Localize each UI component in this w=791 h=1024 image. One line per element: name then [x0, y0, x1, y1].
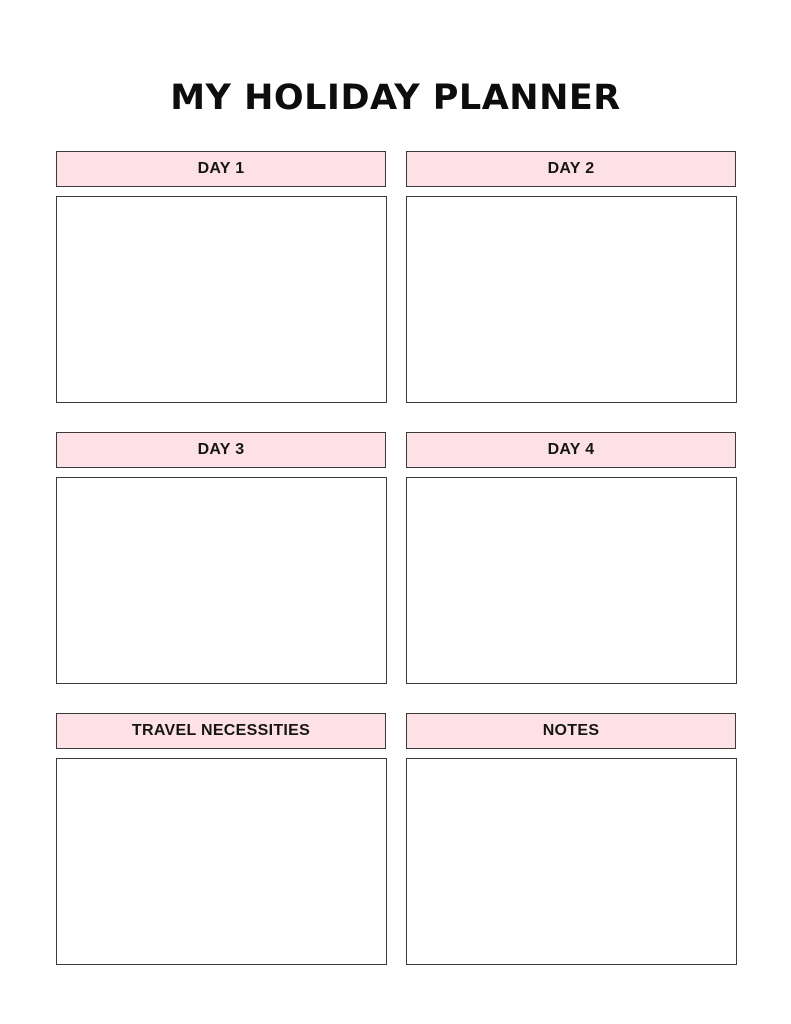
day-4-header: DAY 4 [406, 432, 736, 468]
day-3-writing-area[interactable] [56, 477, 387, 684]
day-2-header: DAY 2 [406, 151, 736, 187]
travel-necessities-header: TRAVEL NECESSITIES [56, 713, 386, 749]
notes-header: NOTES [406, 713, 736, 749]
day-3-header: DAY 3 [56, 432, 386, 468]
travel-necessities-writing-area[interactable] [56, 758, 387, 965]
page-title: MY HOLIDAY PLANNER [170, 78, 621, 118]
notes-writing-area[interactable] [406, 758, 737, 965]
day-1-writing-area[interactable] [56, 196, 387, 403]
day-1-header: DAY 1 [56, 151, 386, 187]
day-2-writing-area[interactable] [406, 196, 737, 403]
day-4-writing-area[interactable] [406, 477, 737, 684]
